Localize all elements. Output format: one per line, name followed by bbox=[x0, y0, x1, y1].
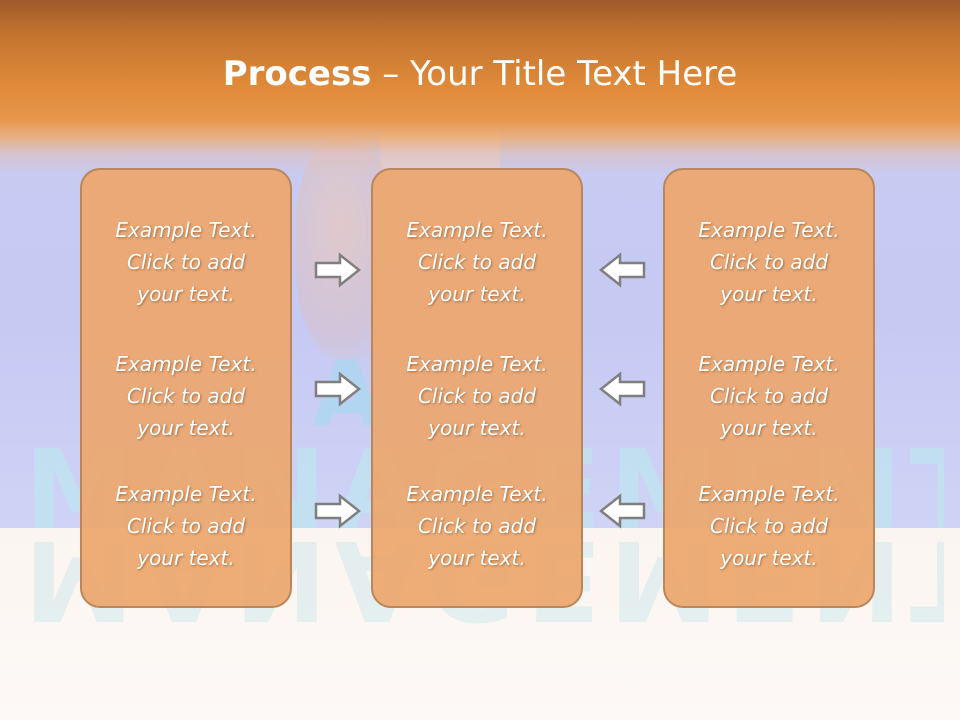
text-box-right[interactable]: Example Text. Click to add your text. Ex… bbox=[663, 168, 875, 608]
text-line: Example Text. bbox=[406, 482, 548, 506]
text-line: your text. bbox=[137, 546, 235, 570]
text-placeholder[interactable]: Example Text. Click to add your text. bbox=[665, 214, 873, 310]
text-placeholder[interactable]: Example Text. Click to add your text. bbox=[82, 478, 290, 574]
text-line: Example Text. bbox=[115, 218, 257, 242]
arrow-left-icon bbox=[598, 371, 646, 407]
text-line: Example Text. bbox=[406, 218, 548, 242]
title-rest: – Your Title Text Here bbox=[371, 54, 738, 94]
text-line: your text. bbox=[428, 546, 526, 570]
text-line: Example Text. bbox=[698, 352, 840, 376]
text-line: Click to add bbox=[126, 514, 246, 538]
text-line: Click to add bbox=[417, 250, 537, 274]
arrow-right-icon bbox=[314, 493, 362, 529]
text-line: your text. bbox=[720, 546, 818, 570]
title-bold: Process bbox=[222, 54, 372, 94]
text-line: Example Text. bbox=[115, 352, 257, 376]
text-line: your text. bbox=[428, 282, 526, 306]
text-line: your text. bbox=[428, 416, 526, 440]
text-placeholder[interactable]: Example Text. Click to add your text. bbox=[373, 214, 581, 310]
text-line: your text. bbox=[720, 416, 818, 440]
arrow-left-icon bbox=[598, 252, 646, 288]
text-line: Example Text. bbox=[698, 482, 840, 506]
text-placeholder[interactable]: Example Text. Click to add your text. bbox=[665, 478, 873, 574]
text-line: Click to add bbox=[709, 514, 829, 538]
text-placeholder[interactable]: Example Text. Click to add your text. bbox=[665, 348, 873, 444]
text-line: your text. bbox=[137, 416, 235, 440]
text-placeholder[interactable]: Example Text. Click to add your text. bbox=[373, 478, 581, 574]
text-placeholder[interactable]: Example Text. Click to add your text. bbox=[82, 348, 290, 444]
text-line: Example Text. bbox=[698, 218, 840, 242]
text-box-left[interactable]: Example Text. Click to add your text. Ex… bbox=[80, 168, 292, 608]
text-line: Click to add bbox=[126, 384, 246, 408]
text-box-center[interactable]: Example Text. Click to add your text. Ex… bbox=[371, 168, 583, 608]
arrow-left-icon bbox=[598, 493, 646, 529]
text-line: Click to add bbox=[709, 250, 829, 274]
text-line: Click to add bbox=[417, 384, 537, 408]
text-line: your text. bbox=[137, 282, 235, 306]
text-line: Click to add bbox=[126, 250, 246, 274]
text-line: your text. bbox=[720, 282, 818, 306]
text-placeholder[interactable]: Example Text. Click to add your text. bbox=[373, 348, 581, 444]
arrow-right-icon bbox=[314, 252, 362, 288]
arrow-right-icon bbox=[314, 371, 362, 407]
text-line: Example Text. bbox=[115, 482, 257, 506]
text-line: Example Text. bbox=[406, 352, 548, 376]
text-line: Click to add bbox=[709, 384, 829, 408]
text-line: Click to add bbox=[417, 514, 537, 538]
slide-title[interactable]: Process – Your Title Text Here bbox=[0, 52, 960, 96]
title-band bbox=[0, 0, 960, 175]
text-placeholder[interactable]: Example Text. Click to add your text. bbox=[82, 214, 290, 310]
